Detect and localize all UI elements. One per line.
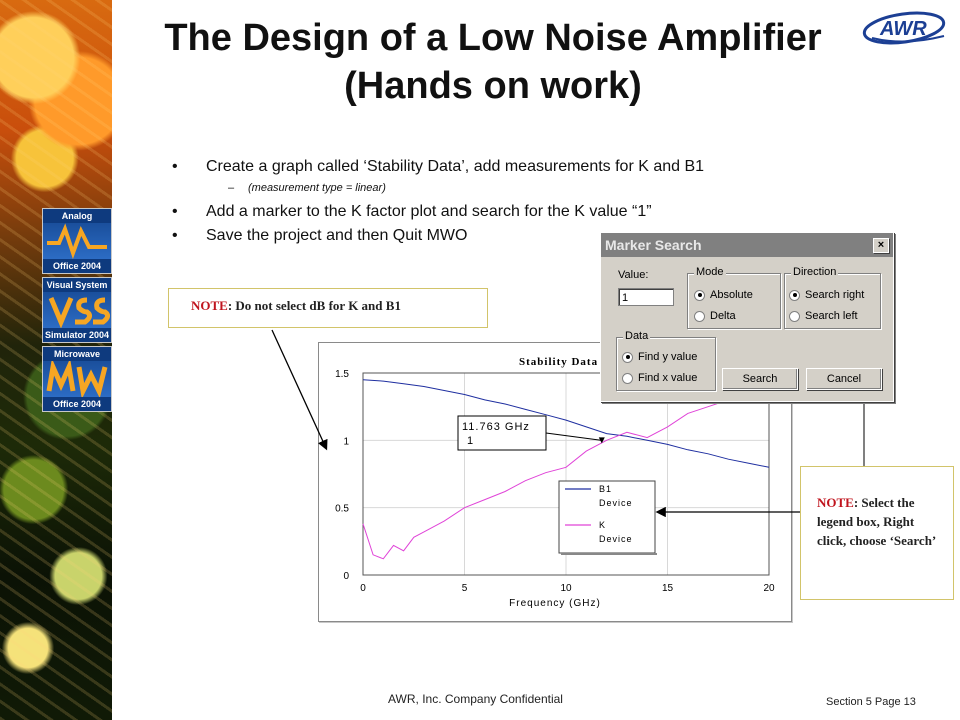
value-label: Value: <box>618 269 649 281</box>
close-icon: × <box>877 239 885 251</box>
note-select-legend: NOTE: Select the legend box, Right click… <box>800 466 954 600</box>
awr-logo: AWR <box>862 11 946 45</box>
radio-selected-icon <box>789 289 800 301</box>
awr-logo-text: AWR <box>879 18 927 40</box>
note2-label: NOTE <box>817 495 854 510</box>
x-tick-label: 15 <box>662 583 674 594</box>
microwave-office-logo: Microwave Office 2004 <box>42 346 112 412</box>
series-line-b1 <box>362 379 770 468</box>
direction-group: Direction Search right Search left <box>784 266 881 329</box>
marker-label-value: 1 <box>467 435 473 447</box>
y-tick-label: 0 <box>343 571 349 582</box>
y-tick-label: 1 <box>343 436 349 447</box>
sub-bullet: (measurement type = linear) <box>172 182 852 194</box>
mode-absolute-radio[interactable]: Absolute <box>694 289 753 301</box>
legend-sublabel-b1: Device <box>599 498 633 508</box>
direction-group-label: Direction <box>791 266 839 278</box>
value-input[interactable]: 1 <box>618 288 674 306</box>
x-axis-label: Frequency (GHz) <box>509 598 601 609</box>
chart-axes: 0 5 10 15 20 0 0.5 1 1.5 <box>335 369 775 594</box>
bullet-item-2: Add a marker to the K factor plot and se… <box>172 203 852 221</box>
radio-icon <box>789 310 800 322</box>
direction-search-right-radio[interactable]: Search right <box>789 289 864 301</box>
y-tick-label: 1.5 <box>335 369 349 380</box>
marker-label-freq: 11.763 GHz <box>462 421 530 433</box>
chart-title: Stability Data <box>519 356 598 368</box>
x-tick-label: 5 <box>462 583 468 594</box>
close-button[interactable]: × <box>873 238 889 253</box>
plot-area-border <box>362 372 770 576</box>
title-line-1: The Design of a Low Noise Amplifier <box>164 17 822 59</box>
bullet-item-3: Save the project and then Quit MWO <box>172 227 852 245</box>
footer-page-number: Section 5 Page 13 <box>826 696 916 708</box>
marker-leader-line <box>545 432 602 441</box>
data-group: Data Find y value Find x value <box>616 330 716 391</box>
cancel-button[interactable]: Cancel <box>806 368 882 390</box>
data-find-y-radio[interactable]: Find y value <box>622 351 697 363</box>
analog-office-logo: Analog Office 2004 <box>42 208 112 274</box>
radio-selected-icon <box>622 351 633 363</box>
series-line-k <box>362 392 770 560</box>
note-dont-select-db: NOTE: Do not select dB for K and B1 <box>168 288 488 328</box>
marker-label-box <box>457 415 547 451</box>
x-tick-label: 0 <box>360 583 366 594</box>
direction-search-left-radio[interactable]: Search left <box>789 310 858 322</box>
marker-point <box>598 437 605 444</box>
search-button[interactable]: Search <box>722 368 798 390</box>
chart-marker: 11.763 GHz 1 <box>457 415 605 451</box>
mode-delta-radio[interactable]: Delta <box>694 310 736 322</box>
stability-chart-svg: Stability Data 0 5 10 15 20 0 0.5 1 1.5 11.763 G… <box>335 356 775 609</box>
bullet-list: Create a graph called ‘Stability Data’, … <box>172 158 852 251</box>
chart-series <box>362 379 770 560</box>
legend-sublabel-k: Device <box>599 534 633 544</box>
dialog-titlebar: Marker Search × <box>601 233 893 257</box>
radio-selected-icon <box>694 289 705 301</box>
marker-search-dialog: Marker Search × Value: 1 Mode Absolute D… <box>600 232 894 402</box>
mode-group: Mode Absolute Delta <box>687 266 781 329</box>
title-line-2: (Hands on work) <box>344 65 642 107</box>
data-find-x-radio[interactable]: Find x value <box>622 372 697 384</box>
data-group-label: Data <box>623 330 651 342</box>
slide-title: The Design of a Low Noise Amplifier (Han… <box>118 14 868 110</box>
legend-label-b1: B1 <box>599 484 612 494</box>
visual-system-simulator-logo: Visual System Simulator 2004 <box>42 277 112 343</box>
dialog-title: Marker Search <box>605 237 702 253</box>
legend-label-k: K <box>599 520 606 530</box>
bullet-item-1: Create a graph called ‘Stability Data’, … <box>172 158 852 176</box>
radio-icon <box>622 372 633 384</box>
legend-shadow <box>561 553 657 555</box>
note2-text: : Select the legend box, Right click, ch… <box>817 495 937 548</box>
x-tick-label: 20 <box>763 583 775 594</box>
note1-label: NOTE <box>191 298 228 313</box>
x-tick-label: 10 <box>560 583 572 594</box>
radio-icon <box>694 310 705 322</box>
note1-text: : Do not select dB for K and B1 <box>227 298 401 313</box>
y-tick-label: 0.5 <box>335 504 349 515</box>
footer-confidential: AWR, Inc. Company Confidential <box>388 692 563 706</box>
legend-box <box>558 480 656 554</box>
mode-group-label: Mode <box>694 266 726 278</box>
